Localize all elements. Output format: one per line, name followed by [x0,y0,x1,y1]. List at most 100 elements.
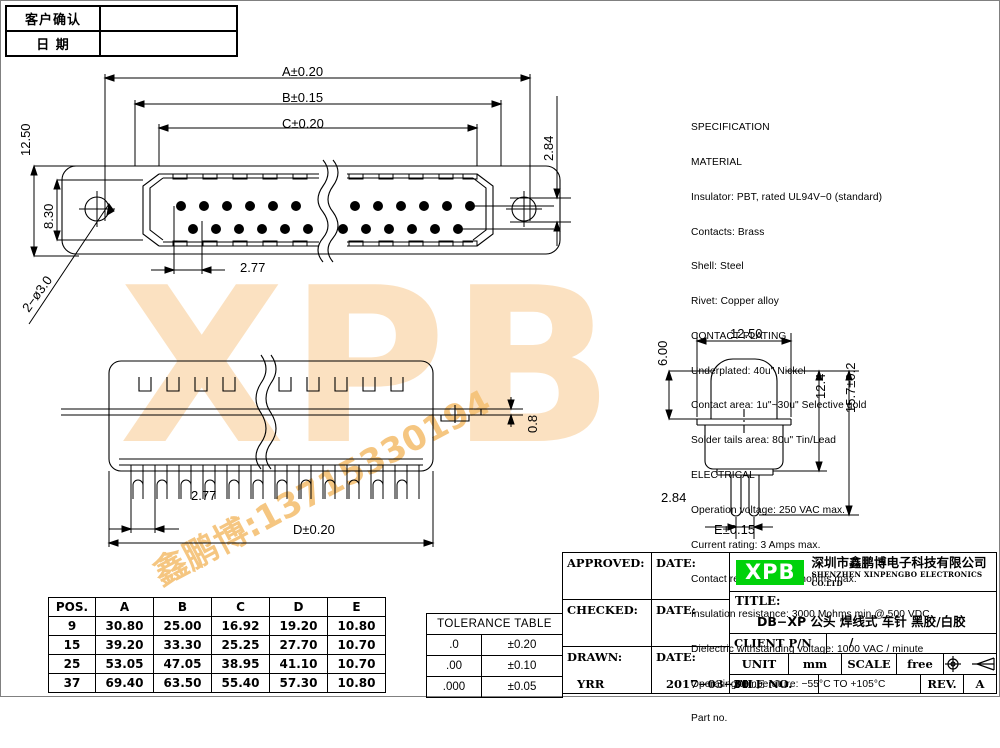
checked-cell[interactable]: CHECKED: [563,600,652,646]
spec-line: SPECIFICATION [691,122,770,134]
dim-label-a: A±0.20 [282,64,324,79]
table-row: 9 30.80 25.00 16.92 19.20 10.80 [48,616,386,636]
spec-line: Current rating: 3 Amps max. [691,539,821,551]
cell-d: 27.70 [269,635,328,655]
drawn-date-cell[interactable]: DATE: 2017−03−30 [652,647,749,693]
front-view-drawing [61,354,523,547]
approved-date-label: DATE: [656,556,696,570]
cell-a: 53.05 [95,654,154,674]
dim-label-front-overall: D±0.20 [293,522,335,537]
table-header-row: POS. A B C D E [48,597,386,617]
title-label: TITLE: [735,594,781,609]
cell-e: 10.80 [327,673,386,693]
approved-cell[interactable]: APPROVED: [563,553,652,599]
pin-row-upper [176,201,475,211]
customer-confirmation-table: 客户确认 日 期 [5,5,238,57]
dim-label-height-inner: 8.30 [41,203,56,229]
drawn-cell[interactable]: DRAWN: YRR [563,647,652,693]
cell-e: 10.70 [327,654,386,674]
cell-b: 25.00 [153,616,212,636]
col-header-pos: POS. [48,597,96,617]
col-header-c: C [211,597,270,617]
table-row: 25 53.05 47.05 38.95 41.10 10.70 [48,654,386,674]
table-row: 日 期 [7,32,236,55]
tolerance-precision: .00 [426,655,482,677]
cell-pos: 25 [48,654,96,674]
dimension-table: POS. A B C D E 9 30.80 25.00 16.92 19.20… [48,597,386,693]
tolerance-precision: .0 [426,634,482,656]
spec-line: Contacts: Brass [691,226,765,238]
drawn-date-value: 2017−03−30 [666,677,750,691]
checked-date-label: DATE: [656,603,696,617]
customer-confirm-label: 客户确认 [7,7,101,30]
cell-e: 10.80 [327,616,386,636]
dim-label-height-overall: 12.50 [18,123,33,156]
spec-line: Rivet: Copper alloy [691,296,779,308]
file-no-value[interactable] [819,674,921,693]
dim-label-right-offset: 2.84 [541,135,556,161]
dim-label-tail-pitch: E±0.15 [714,522,756,537]
spec-line: Operation voltage: 250 VAC max. [691,504,846,516]
drawn-date-label: DATE: [656,650,696,664]
client-pn-label: CLIENT P/N [730,633,827,653]
cell-b: 63.50 [153,673,212,693]
checked-date-cell[interactable]: DATE: [652,600,729,646]
rev-value: A [975,676,985,691]
customer-confirm-value[interactable] [101,7,236,30]
table-row: .000 ±0.05 [426,676,563,698]
cell-c: 16.92 [211,616,270,636]
unit-label: UNIT [730,653,789,674]
col-header-e: E [327,597,386,617]
dim-label-flange-thickness: 0.8 [525,414,540,433]
customer-date-label: 日 期 [7,32,101,55]
cell-pos: 15 [48,635,96,655]
spec-line: Part no. [691,713,728,725]
cell-pos: 9 [48,616,96,636]
approved-date-cell[interactable]: DATE: [652,553,729,599]
dim-label-top-pitch: 2.77 [240,260,266,275]
spec-line: MATERIAL [691,156,742,168]
projection-symbol-group [944,654,996,674]
tolerance-value: ±0.10 [481,655,563,677]
top-view-drawing [28,74,571,325]
cell-d: 57.30 [269,673,328,693]
cell-b: 47.05 [153,654,212,674]
cell-pos: 37 [48,673,96,693]
dim-label-shell-height: 6.00 [655,340,670,366]
spec-line: CONTACT PLATING [691,330,787,342]
table-row: .00 ±0.10 [426,655,563,677]
cell-c: 38.95 [211,654,270,674]
drawn-label: DRAWN: [567,650,623,664]
scale-label: SCALE [842,653,897,674]
pin-row-lower [188,224,463,234]
side-view-drawing [665,333,859,539]
approved-label: APPROVED: [567,556,645,570]
table-header-row: TOLERANCE TABLE [426,613,563,635]
drawn-row: DRAWN: YRR DATE: 2017−03−30 [563,647,749,693]
tolerance-table-title: TOLERANCE TABLE [426,613,563,635]
title-row: TITLE: DB−XP 公头 焊线式 车针 黑胶/白胶 [730,592,996,634]
customer-date-value[interactable] [101,32,236,55]
title-block-signatures: APPROVED: DATE: CHECKED: DATE: [563,553,749,693]
spec-line: Operating temperature: −55°C TO +105°C [691,678,886,690]
xpb-logo: XPB [736,559,805,585]
table-row: 15 39.20 33.30 25.25 27.70 10.70 [48,635,386,655]
spec-line: Insulator: PBT, rated UL94V−0 (standard) [691,191,883,203]
table-row: 37 69.40 63.50 55.40 57.30 10.80 [48,673,386,693]
unit-value: mm [789,653,842,674]
cell-a: 69.40 [95,673,154,693]
col-header-a: A [95,597,154,617]
table-row: .0 ±0.20 [426,634,563,656]
cell-b: 33.30 [153,635,212,655]
title-block: APPROVED: DATE: CHECKED: DATE: [562,552,997,694]
scale-value: free [897,653,944,674]
title-block-info: XPB 深圳市鑫鹏博电子科技有限公司 SHENZHEN XINPENGBO EL… [730,553,996,693]
dim-label-body-height: 12.4 [813,373,828,399]
company-name-en: SHENZHEN XINPENGBO ELECTRONICS CO.LTD [811,570,983,589]
client-pn-value[interactable]: / [849,636,854,651]
dim-label-b: B±0.15 [282,90,324,105]
client-pn-row: CLIENT P/N / [730,633,996,654]
dim-label-c: C±0.20 [282,116,324,131]
rev-label: REV. [921,674,964,693]
title-value: DB−XP 公头 焊线式 车针 黑胶/白胶 [757,614,966,630]
